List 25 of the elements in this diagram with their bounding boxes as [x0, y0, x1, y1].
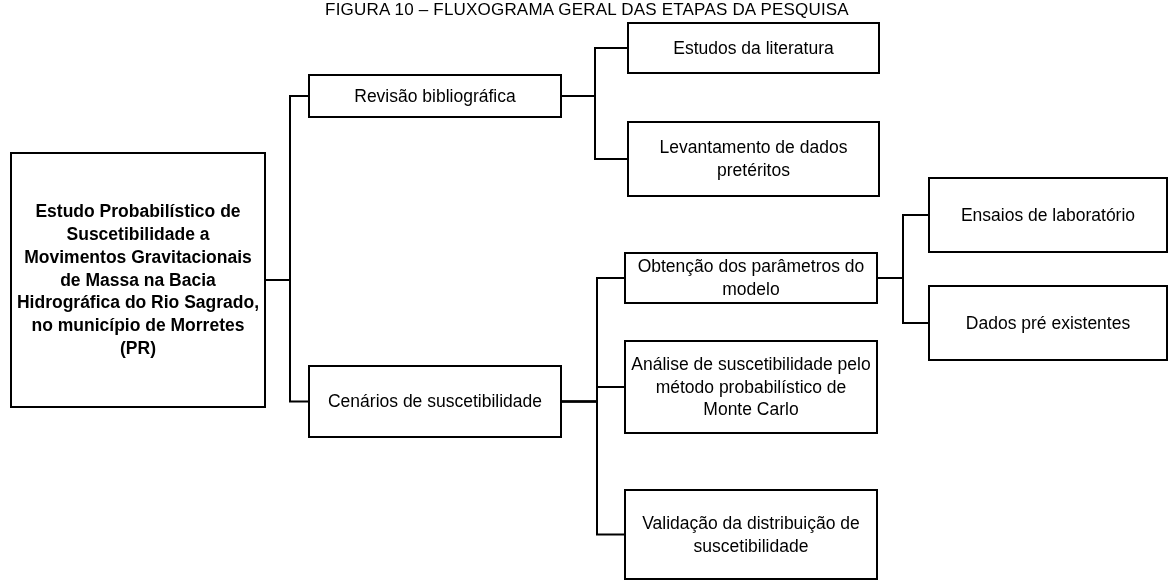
box-text: Análise de suscetibilidade pelo método probabilístico de Monte Carlo: [630, 352, 872, 422]
step-box: [308, 74, 562, 118]
step-box: [624, 489, 878, 580]
box-text: Validação da distribuição de suscetibilidade: [641, 511, 861, 558]
box-text: Estudos da literatura: [673, 36, 834, 60]
diagram-title: FIGURA 10 – FLUXOGRAMA GERAL DAS ETAPAS DA PESQUISA: [324, 0, 850, 20]
box-text: Revisão bibliográfica: [354, 84, 516, 108]
box-text: Cenários de suscetibilidade: [328, 390, 542, 413]
connector-line: [877, 277, 929, 324]
step-box: [624, 340, 878, 434]
step-box: [928, 177, 1168, 253]
connector-line: [265, 279, 309, 403]
box-text: Estudo Probabilístico de Suscetibilidade a Movimentos Gravitacionais de Massa na Bacia Hidrográfica do Rio Sagrado, no município de Morretes (PR): [16, 200, 260, 360]
connector-line: [561, 400, 625, 536]
box-text: Ensaios de laboratório: [960, 203, 1136, 227]
step-box: [627, 121, 880, 197]
step-box: [627, 22, 880, 74]
connector-line: [561, 95, 628, 160]
box-text: Dados pré existentes: [965, 311, 1131, 335]
main-topic-box: [10, 152, 266, 408]
step-box: [308, 365, 562, 438]
step-box: [624, 252, 878, 304]
box-text: Levantamento de dados pretéritos: [658, 136, 849, 182]
step-box: [928, 285, 1168, 361]
box-text: Obtenção dos parâmetros do modelo: [636, 255, 866, 301]
